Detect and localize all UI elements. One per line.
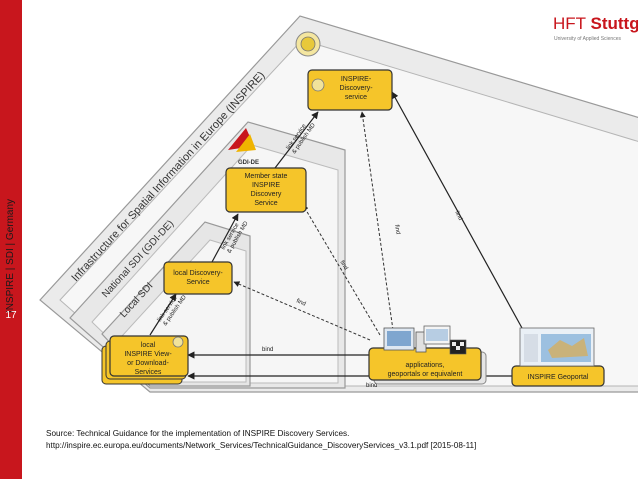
box-local-view-download-services: local INSPIRE View- or Download- Service…	[101, 335, 189, 385]
svg-text:local: local	[141, 342, 156, 349]
svg-text:Discovery-: Discovery-	[339, 85, 373, 92]
box-applications-geoportals: applications, geoportals or equivalent	[368, 325, 487, 385]
slide-number: 17	[5, 310, 17, 321]
geoportal-map-icon	[519, 327, 595, 367]
arrow-find-apps-to-member	[302, 204, 381, 336]
logo-subtitle: University of Applied Sciences	[554, 36, 621, 42]
find-label-local: find	[295, 298, 306, 307]
svg-text:INSPIRE Geoportal: INSPIRE Geoportal	[528, 374, 589, 381]
box-member-state-discovery-service: Member state INSPIRE Discovery Service	[225, 167, 307, 213]
bind-label-geoportal: bind	[366, 383, 377, 389]
logo-stuttgart: Stuttgart	[590, 14, 638, 33]
arrow-link-view-to-local	[149, 293, 177, 336]
inspire-emblem-icon	[295, 31, 321, 57]
bind-label-apps: bind	[262, 347, 273, 353]
hft-logo: HFT Stuttgart	[553, 14, 638, 34]
svg-text:INSPIRE-: INSPIRE-	[341, 76, 372, 83]
box-inspire-geoportal: INSPIRE Geoportal	[511, 327, 605, 387]
svg-text:Services: Services	[135, 369, 162, 376]
find-label-member: find	[338, 260, 348, 271]
find-label-geoportal: find	[453, 210, 463, 221]
svg-text:applications,: applications,	[406, 362, 445, 369]
svg-text:Discovery: Discovery	[251, 191, 282, 198]
svg-text:Service: Service	[254, 200, 277, 207]
svg-text:Service: Service	[186, 279, 209, 286]
source-url: http://inspire.ec.europa.eu/documents/Ne…	[46, 441, 477, 450]
box-local-discovery-service: local Discovery- Service	[163, 261, 233, 295]
computer-icon	[383, 327, 427, 353]
arrow-find-geoportal-to-inspire	[391, 91, 523, 329]
svg-text:INSPIRE View-: INSPIRE View-	[124, 351, 172, 358]
screenshot-icon	[423, 325, 451, 345]
find-label-inspire: find	[393, 224, 401, 235]
gdi-de-logo-text: GDI-DE	[238, 160, 259, 166]
svg-text:service: service	[345, 94, 367, 101]
checker-icon	[449, 339, 467, 355]
svg-text:or Download-: or Download-	[127, 360, 169, 367]
gdi-de-logo: GDI-DE	[228, 128, 259, 166]
arrow-link-member-to-inspire	[274, 111, 319, 169]
arrow-link-local-to-member	[211, 213, 239, 263]
svg-text:INSPIRE: INSPIRE	[252, 182, 280, 189]
sidebar: INSPIRE | SDI | Germany 17	[0, 0, 22, 479]
arrow-find-apps-to-inspire	[359, 111, 394, 331]
source-citation: Source: Technical Guidance for the imple…	[46, 428, 476, 452]
svg-text:Member state: Member state	[245, 173, 288, 180]
source-line-1: Source: Technical Guidance for the imple…	[46, 429, 350, 438]
svg-text:local Discovery-: local Discovery-	[173, 270, 223, 277]
box-inspire-discovery-service: INSPIRE- Discovery- service	[307, 69, 393, 111]
svg-text:geoportals or equivalent: geoportals or equivalent	[388, 371, 463, 378]
logo-hft: HFT	[553, 14, 586, 33]
